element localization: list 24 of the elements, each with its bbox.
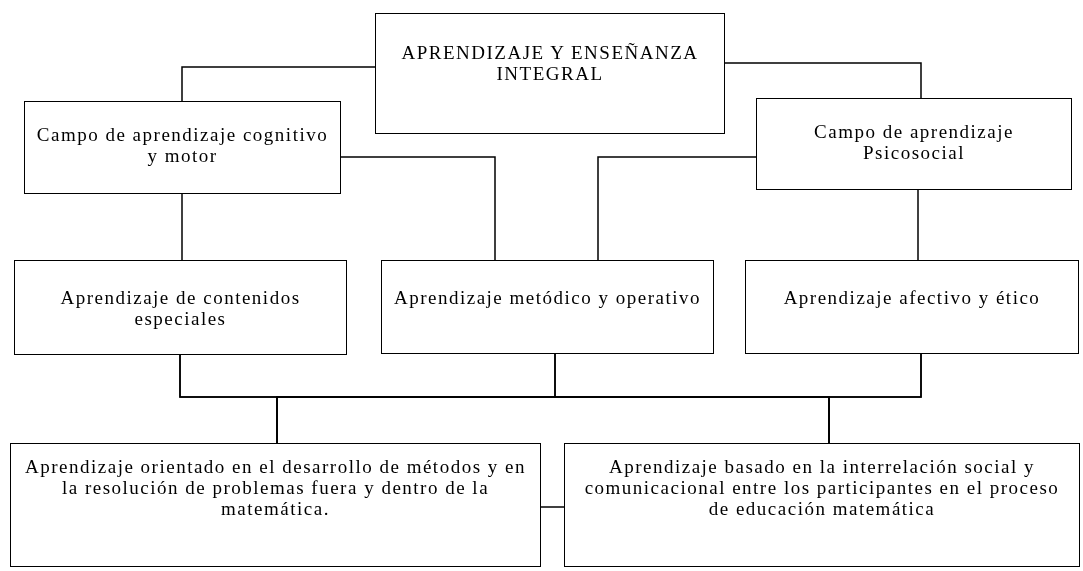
node-text: Aprendizaje metódico y operativo bbox=[393, 287, 701, 308]
connector-line bbox=[828, 353, 922, 444]
text-box bbox=[10, 443, 541, 567]
connector-line bbox=[181, 193, 183, 261]
text-box bbox=[24, 101, 341, 194]
text-box bbox=[14, 260, 347, 355]
connector-line bbox=[181, 66, 376, 102]
connector-line bbox=[540, 506, 565, 508]
node-text: Campo de aprendizaje cognitivo y motor bbox=[35, 124, 330, 166]
node-text: Aprendizaje de contenidos especiales bbox=[59, 287, 302, 329]
connector-line bbox=[597, 156, 757, 261]
node-text: APRENDIZAJE Y ENSEÑANZA INTEGRAL bbox=[400, 42, 700, 84]
text-box bbox=[756, 98, 1072, 190]
text-box bbox=[745, 260, 1079, 354]
node-text: Aprendizaje afectivo y ético bbox=[783, 287, 1041, 308]
connector-line bbox=[917, 189, 919, 261]
text-box bbox=[381, 260, 714, 354]
text-box bbox=[375, 13, 725, 134]
node-text: Campo de aprendizaje Psicosocial bbox=[813, 121, 1015, 163]
node-text: Aprendizaje orientado en el desarrollo de métodos y en la resolución de problemas fuera y dentro de la matemática. bbox=[24, 456, 527, 519]
text-box bbox=[564, 443, 1080, 567]
connector-line bbox=[340, 156, 496, 261]
connector-line bbox=[724, 62, 922, 99]
node-text: Aprendizaje basado en la interrelación social y comunicacional entre los participantes en el proceso de educación matemática bbox=[583, 456, 1061, 519]
